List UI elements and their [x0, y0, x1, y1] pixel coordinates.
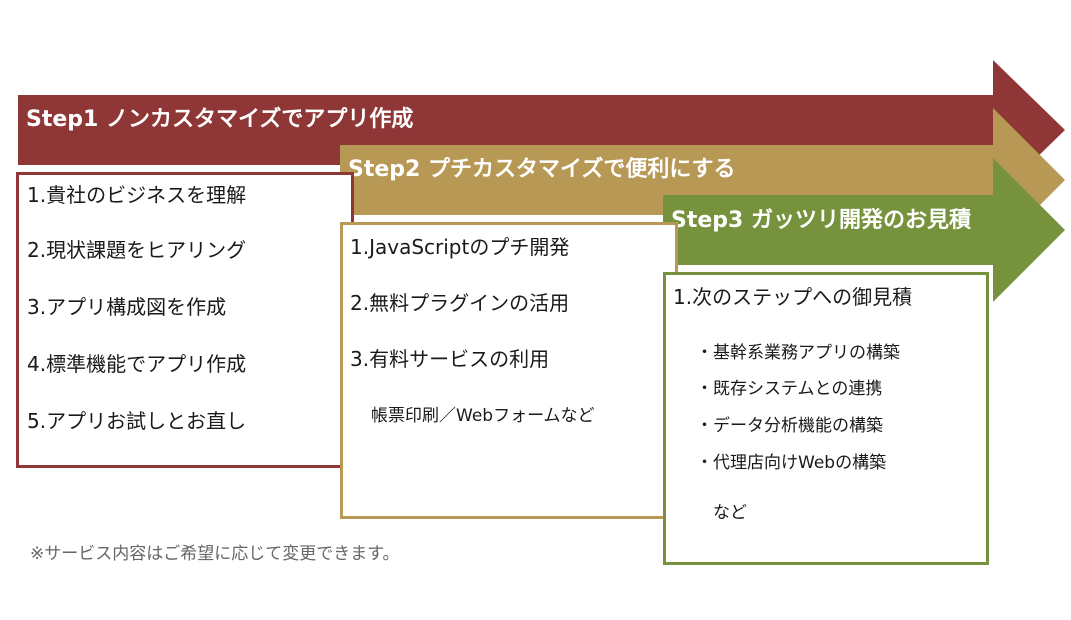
step1-title: Step1 ノンカスタマイズでアプリ作成	[26, 107, 414, 132]
step3-sub-item: ・代理店向けWebの構築	[696, 453, 887, 473]
step2-example: 帳票印刷／Webフォームなど	[371, 406, 595, 426]
step2-item: 2.無料プラグインの活用	[350, 291, 570, 315]
step1-box	[16, 172, 354, 468]
step3-sub-item: ・データ分析機能の構築	[696, 416, 883, 436]
step1-item: 3.アプリ構成図を作成	[27, 295, 227, 319]
step3-title: Step3 ガッツリ開発のお見積	[671, 208, 971, 233]
step3-arrow	[663, 158, 1065, 302]
step3-sub-item: ・既存システムとの連携	[696, 379, 883, 399]
step3-sub-item: ・基幹系業務アプリの構築	[696, 343, 900, 363]
step1-item: 4.標準機能でアプリ作成	[27, 352, 247, 376]
step2-title: Step2 プチカスタマイズで便利にする	[348, 157, 736, 182]
service-note: ※サービス内容はご希望に応じて変更できます。	[30, 544, 400, 564]
step1-item: 1.貴社のビジネスを理解	[27, 183, 247, 207]
step2-item: 1.JavaScriptのプチ開発	[350, 235, 570, 259]
step3-item: 1.次のステップへの御見積	[673, 285, 913, 309]
step3-etc: など	[713, 503, 747, 523]
step1-item: 5.アプリお試しとお直し	[27, 409, 247, 433]
step3-box	[663, 272, 989, 565]
step2-arrow	[340, 108, 1065, 252]
step1-item: 2.現状課題をヒアリング	[27, 238, 247, 262]
step2-item: 3.有料サービスの利用	[350, 347, 550, 371]
